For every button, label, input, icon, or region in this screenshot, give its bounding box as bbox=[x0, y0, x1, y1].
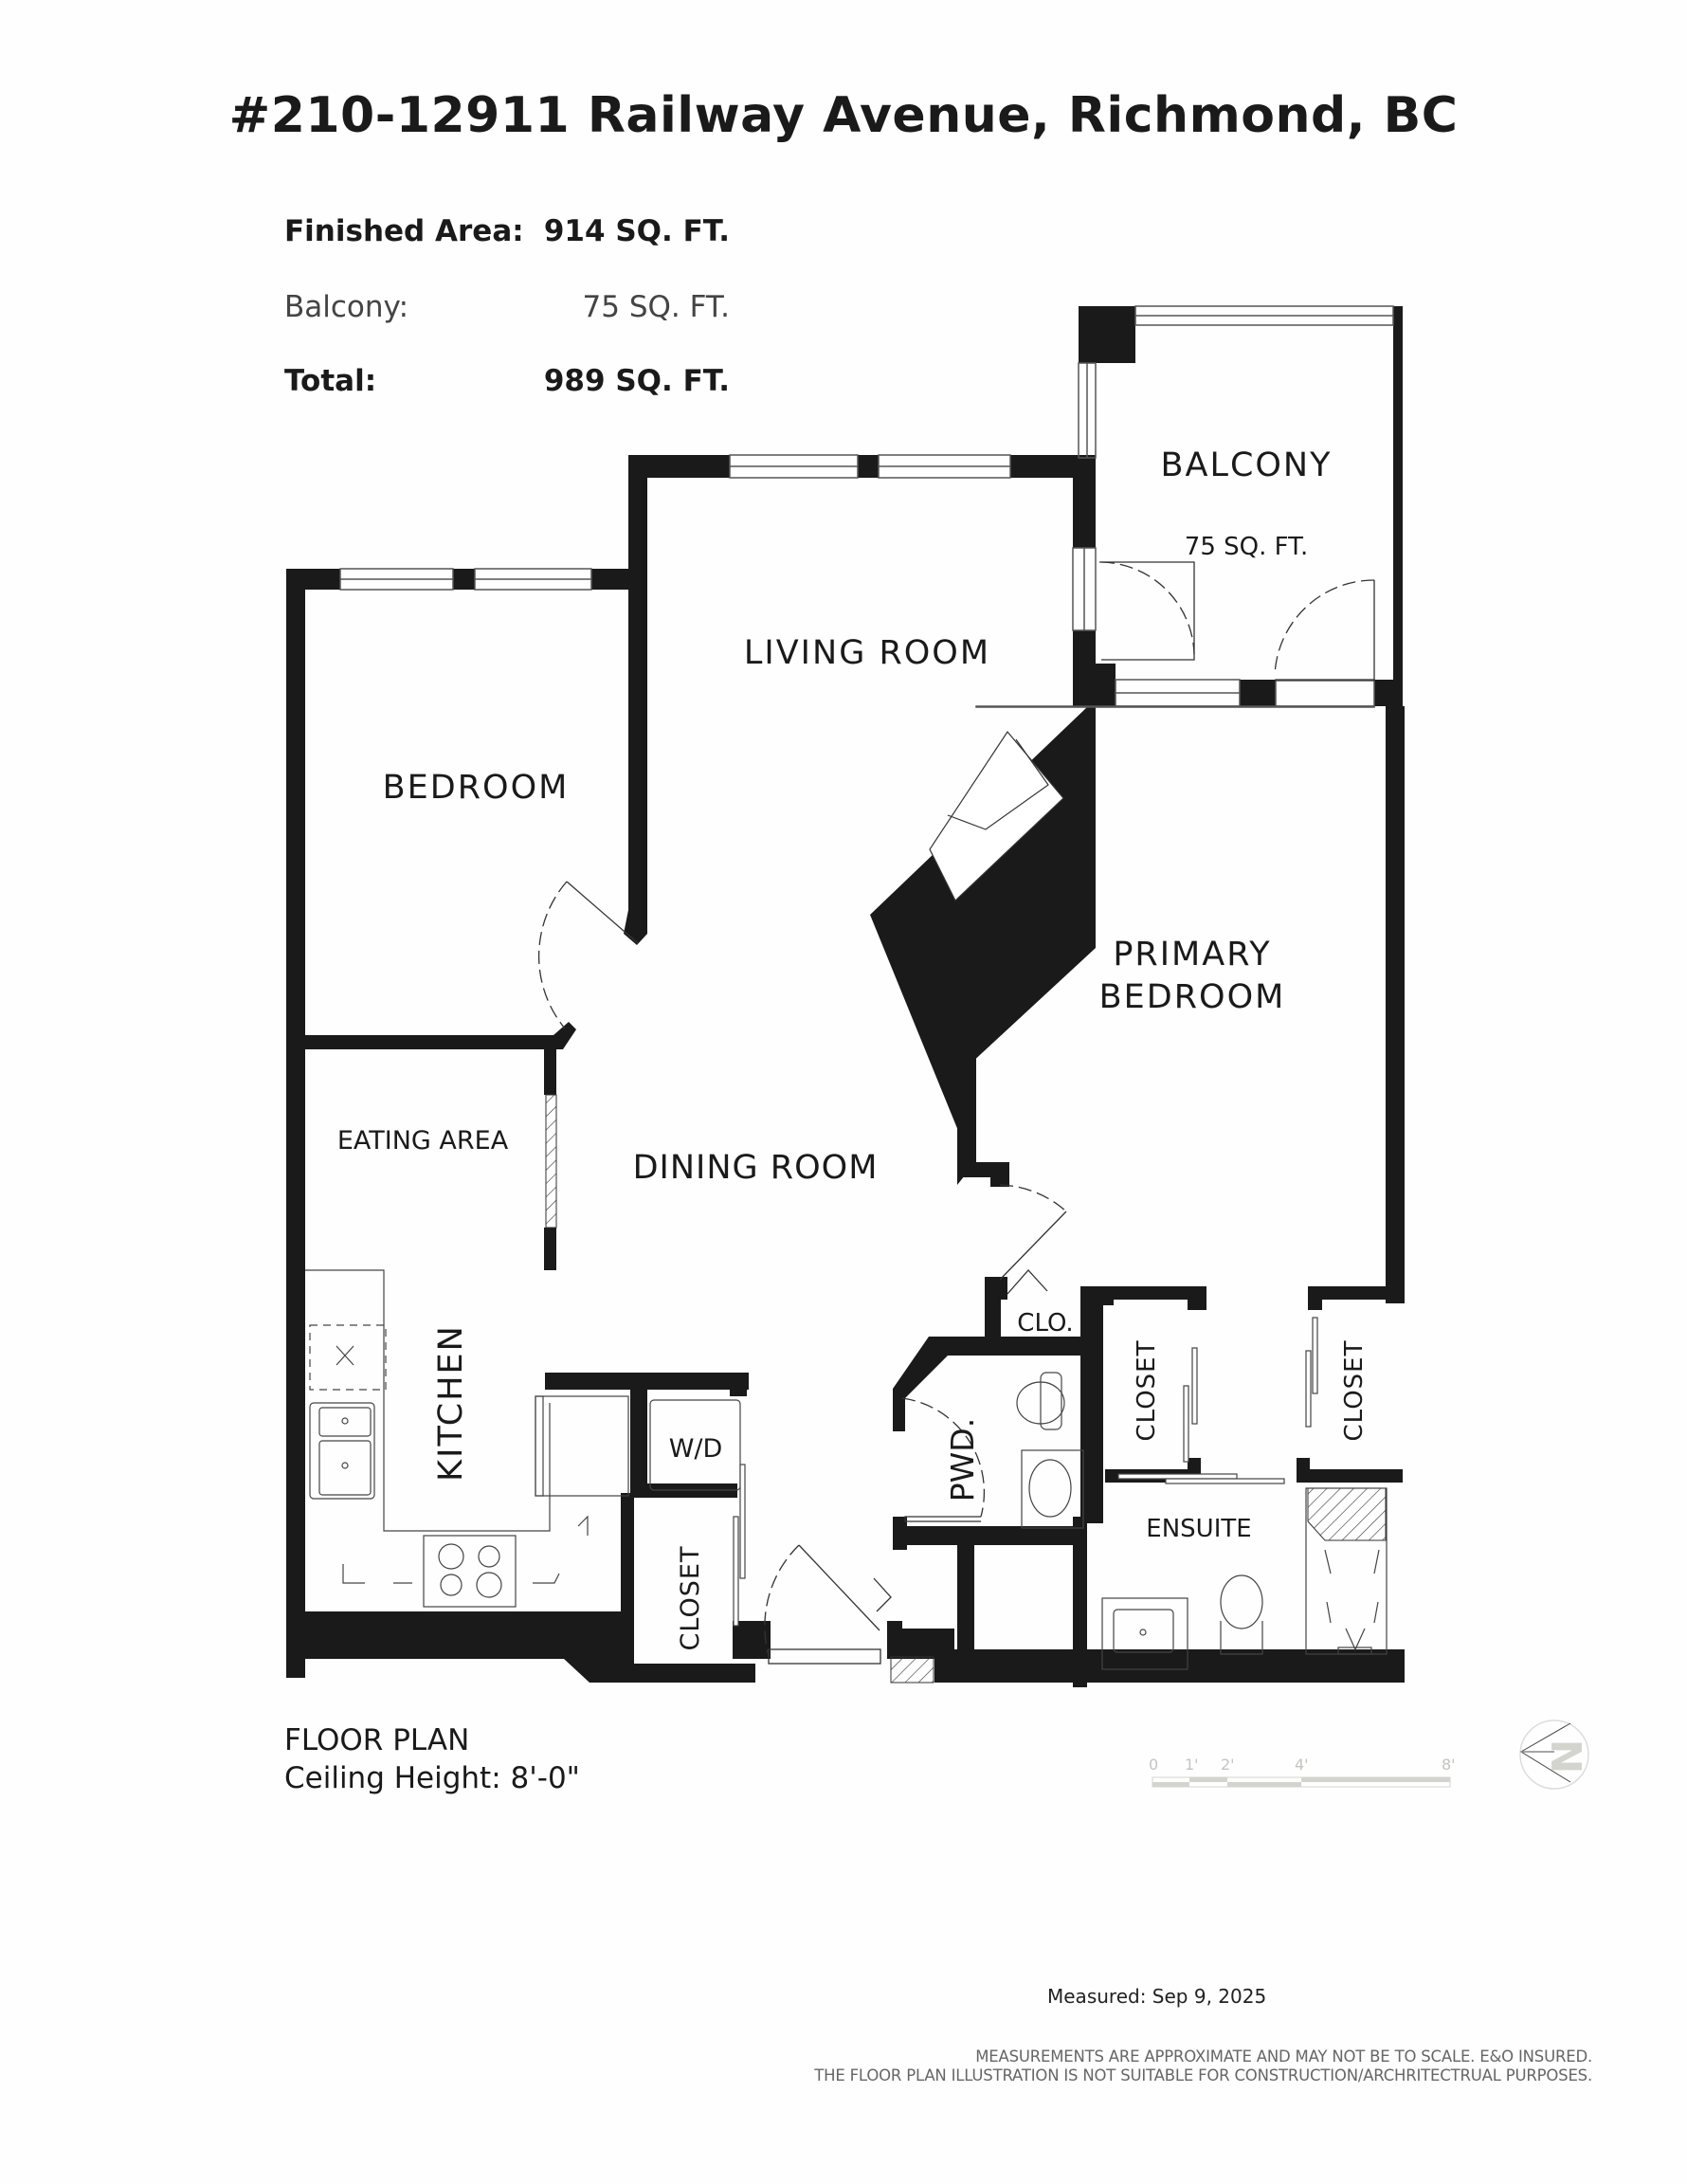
north-arrow-icon: N bbox=[1519, 1720, 1592, 1790]
kitchen-label: KITCHEN bbox=[432, 1324, 470, 1482]
balcony-area-row: Balcony: 75 SQ. FT. bbox=[284, 290, 730, 324]
total-area-value: 989 SQ. FT. bbox=[543, 364, 730, 398]
kitchen-fixtures bbox=[305, 1269, 741, 1608]
wd-label: W/D bbox=[669, 1434, 723, 1464]
scale-tick-2: 2' bbox=[1221, 1756, 1235, 1774]
closet-right-label: CLOSET bbox=[1340, 1340, 1369, 1442]
shower-seat bbox=[1307, 1487, 1387, 1541]
closet-entry-label: CLOSET bbox=[676, 1546, 705, 1651]
doors bbox=[537, 561, 1375, 1665]
balcony-label: BALCONY bbox=[1160, 446, 1332, 484]
powder-room-label: PWD. bbox=[944, 1418, 981, 1502]
room-labels: BALCONY 75 SQ. FT. LIVING ROOM BEDROOM P… bbox=[337, 446, 1369, 1650]
ensuite-label: ENSUITE bbox=[1146, 1515, 1251, 1543]
scale-tick-0: 0 bbox=[1149, 1756, 1159, 1774]
scale-bar bbox=[1152, 1776, 1451, 1788]
closet-left-label: CLOSET bbox=[1133, 1340, 1161, 1442]
finished-area-value: 914 SQ. FT. bbox=[543, 214, 730, 248]
clo-label: CLO. bbox=[1017, 1309, 1073, 1338]
walls bbox=[286, 306, 1405, 1687]
measured-date: Measured: Sep 9, 2025 bbox=[1047, 1985, 1267, 2008]
scale-tick-8: 8' bbox=[1442, 1756, 1456, 1774]
disclaimer-line-2: THE FLOOR PLAN ILLUSTRATION IS NOT SUITA… bbox=[814, 2066, 1592, 2084]
balcony-area-value: 75 SQ. FT. bbox=[582, 290, 730, 324]
half-wall bbox=[545, 1094, 557, 1228]
page-title: #210-12911 Railway Avenue, Richmond, BC bbox=[228, 87, 1459, 144]
column bbox=[890, 1656, 934, 1684]
disclaimer: MEASUREMENTS ARE APPROXIMATE AND MAY NOT… bbox=[814, 2048, 1592, 2085]
total-area-row: Total: 989 SQ. FT. bbox=[284, 364, 730, 398]
scale-tick-4: 4' bbox=[1295, 1756, 1309, 1774]
finished-area-row: Finished Area: 914 SQ. FT. bbox=[284, 214, 730, 248]
total-area-label: Total: bbox=[284, 364, 377, 398]
bathroom-fixtures bbox=[1016, 1372, 1388, 1670]
dining-room-label: DINING ROOM bbox=[633, 1149, 879, 1187]
disclaimer-line-1: MEASUREMENTS ARE APPROXIMATE AND MAY NOT… bbox=[975, 2048, 1592, 2066]
floor-plan-title: FLOOR PLAN bbox=[284, 1723, 470, 1757]
windows bbox=[339, 305, 1394, 708]
finished-area-label: Finished Area: bbox=[284, 214, 524, 248]
compass-letter: N bbox=[1544, 1739, 1592, 1774]
ceiling-height: Ceiling Height: 8'-0" bbox=[284, 1761, 580, 1795]
bedroom-label: BEDROOM bbox=[383, 769, 570, 807]
eating-area-label: EATING AREA bbox=[337, 1126, 509, 1156]
fireplace-icon bbox=[929, 731, 1064, 901]
scale-tick-1: 1' bbox=[1185, 1756, 1199, 1774]
primary-bedroom-label-2: BEDROOM bbox=[1099, 978, 1286, 1016]
balcony-area-label: 75 SQ. FT. bbox=[1185, 533, 1308, 561]
closet-doors bbox=[733, 1317, 1318, 1627]
living-room-label: LIVING ROOM bbox=[744, 634, 990, 672]
balcony-area-label: Balcony: bbox=[284, 290, 409, 324]
primary-bedroom-label-1: PRIMARY bbox=[1113, 936, 1271, 974]
